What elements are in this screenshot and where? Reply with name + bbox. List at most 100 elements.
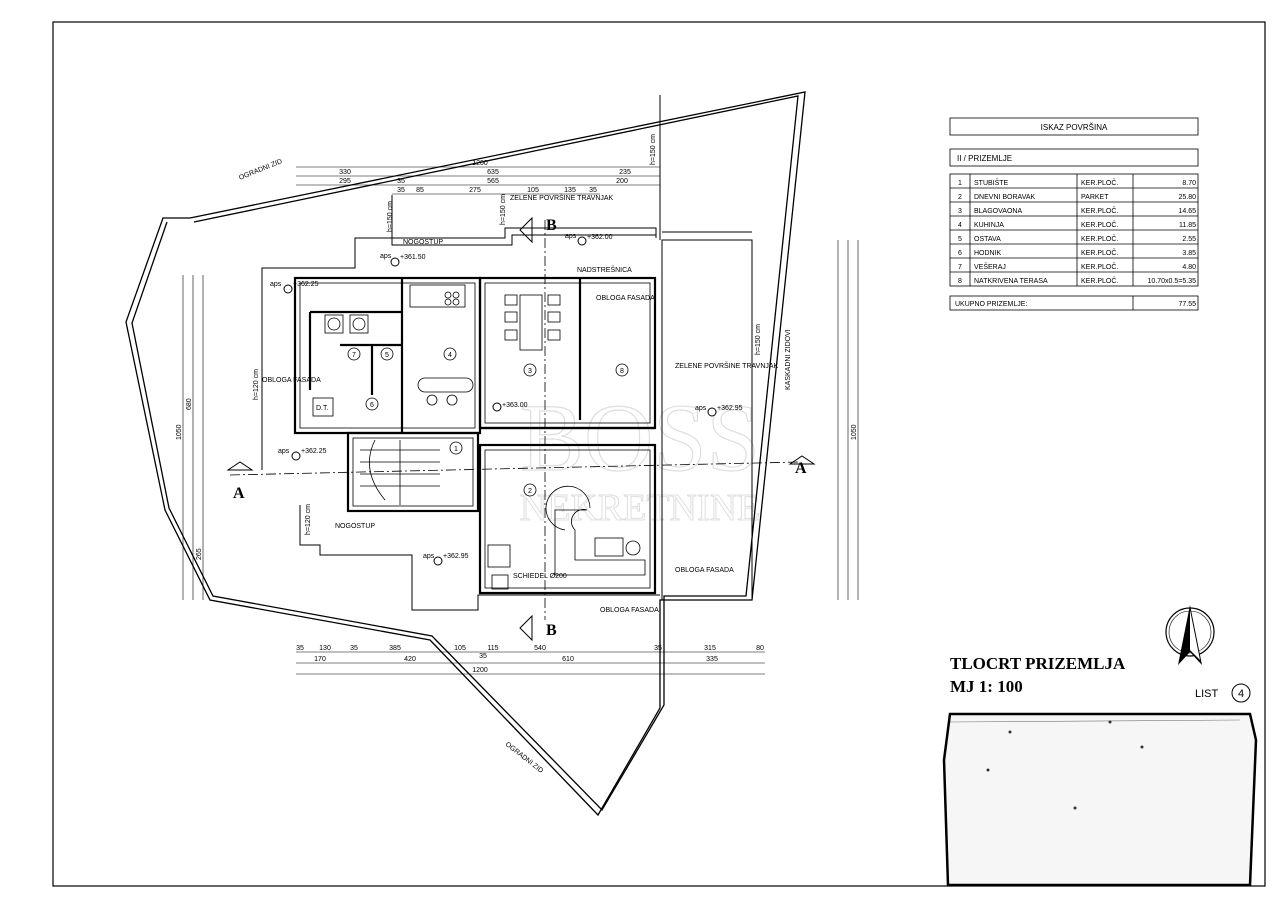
dim-left-outer: 1050 [176,424,183,440]
area-table-total-label: UKUPNO PRIZEMLJE: [955,301,1027,308]
chimney-label: SCHIEDEL Ø200 [513,573,567,580]
drawing-title: TLOCRT PRIZEMLJA [950,654,1126,673]
area-row-no: 6 [958,250,962,257]
svg-text:+361.50: +361.50 [400,254,426,261]
dt-label: D.T. [316,405,329,412]
area-row-room: STUBIŠTE [974,178,1009,187]
section-a-right: A [795,460,807,477]
dim-label: 540 [534,645,546,652]
elevation-marker: aps +362.00 [565,233,613,246]
room-number-labels: 1 2 3 4 5 6 7 8 [352,352,624,495]
room-circle-4 [443,347,457,361]
svg-text:aps: aps [423,553,435,560]
area-row-no: 8 [958,278,962,285]
dim-label: 420 [404,656,416,663]
bottom-dimension-lines [296,651,765,675]
top-dimensions: 1200 330 635 235 295 35 565 200 35 85 27… [339,160,631,194]
dim-label: 295 [339,178,351,185]
watermark: BOSS NEKRETNINE [519,383,761,529]
area-row-area: 2.55 [1182,236,1196,243]
room-number: 1 [454,446,458,453]
walkway-top-label: NOGOSTUP [403,239,443,246]
green-top-label: ZELENE POVRŠINE TRAVNJAK [510,193,614,202]
dim-label: 335 [706,656,718,663]
house-walls [293,276,657,595]
elevation-marker: aps +361.50 [380,253,426,267]
sheet-number: 4 [1238,688,1244,700]
area-row-floor: KER.PLOČ. [1081,234,1118,243]
canopy-label: NADSTREŠNICA [577,265,632,274]
area-table-subtitle: II / PRIZEMLJE [957,154,1012,163]
area-row-no: 2 [958,194,962,201]
area-row-room: NATKRIVENA TERASA [974,278,1048,285]
section-b-top: B [546,217,557,234]
facade-label-right: OBLOGA FASADA [596,295,655,302]
room-number: 3 [528,368,532,375]
dim-label: 35 [296,645,304,652]
watermark-line1: BOSS [520,384,760,491]
area-table-title-box [949,117,1199,136]
watermark-line2: NEKRETNINE [520,487,761,529]
dim-label: 610 [562,656,574,663]
top-dimension-lines [296,166,660,195]
dim-left-mid: 680 [186,398,193,410]
elevation-marker: aps+362.95 [695,405,743,417]
area-row-room: DNEVNI BORAVAK [974,194,1036,201]
room-circle-7 [347,347,361,361]
dim-label: 105 [527,187,539,194]
height-note: h=150 cm [755,324,762,355]
section-a-left: A [233,485,245,502]
height-note: h=120 cm [305,504,312,535]
area-row-floor: PARKET [1081,194,1109,201]
room-number: 8 [620,368,624,375]
area-row-no: 7 [958,264,962,271]
dim-label: 130 [319,645,331,652]
dim-label: 80 [756,645,764,652]
elevation-marker: +363.00 [492,402,528,412]
height-note: h=120 cm [253,369,260,400]
side-dimension-lines [182,240,859,600]
area-row-area: 14.65 [1178,208,1196,215]
area-table-subtitle-box [949,148,1199,167]
area-row-floor: KER.PLOČ. [1081,178,1118,187]
room-circle-8 [615,363,629,377]
sheet-label: LIST [1195,688,1219,700]
svg-text:+362.00: +362.00 [587,234,613,241]
area-row-room: HODNIK [974,250,1002,257]
stamp-area [942,712,1258,887]
dim-label: 1200 [472,667,488,674]
area-row-area: 10.70x0.5=5.35 [1148,278,1197,285]
elevation-marker: aps+362.25 [278,448,327,461]
room-number: 4 [448,352,452,359]
area-table-title: ISKAZ POVRŠINA [1041,123,1108,132]
area-row-floor: KER.PLOČ. [1081,248,1118,257]
dim-label: 115 [487,645,498,652]
walkway-bottom-label: NOGOSTUP [335,523,375,530]
svg-text:+362.95: +362.95 [443,553,469,560]
area-table [949,117,1199,311]
room-circle-6 [365,397,379,411]
svg-text:aps: aps [565,233,577,240]
area-row-no: 4 [958,222,962,229]
dim-label: 200 [616,178,628,185]
area-table-total-box [949,295,1199,311]
height-note: h=150 cm [387,201,394,232]
fence-label-bottom: OGRADNI ZID [504,741,544,775]
area-row-no: 3 [958,208,962,215]
area-row-floor: KER.PLOČ. [1081,276,1118,285]
elevation-marker: aps +362.95 [423,553,469,566]
dim-label: 330 [339,169,351,176]
facade-label-left: OBLOGA FASADA [262,377,321,384]
room-circle-5 [380,347,394,361]
room-number: 6 [370,402,374,409]
dim-label: 170 [314,656,326,663]
area-row-no: 5 [958,236,962,243]
north-arrow-icon [1165,605,1215,665]
svg-text:aps: aps [380,253,392,260]
dim-label: 35 [397,187,405,194]
section-b-bottom: B [546,622,557,639]
area-row-room: KUHINJA [974,222,1004,229]
dim-label: 385 [389,645,401,652]
